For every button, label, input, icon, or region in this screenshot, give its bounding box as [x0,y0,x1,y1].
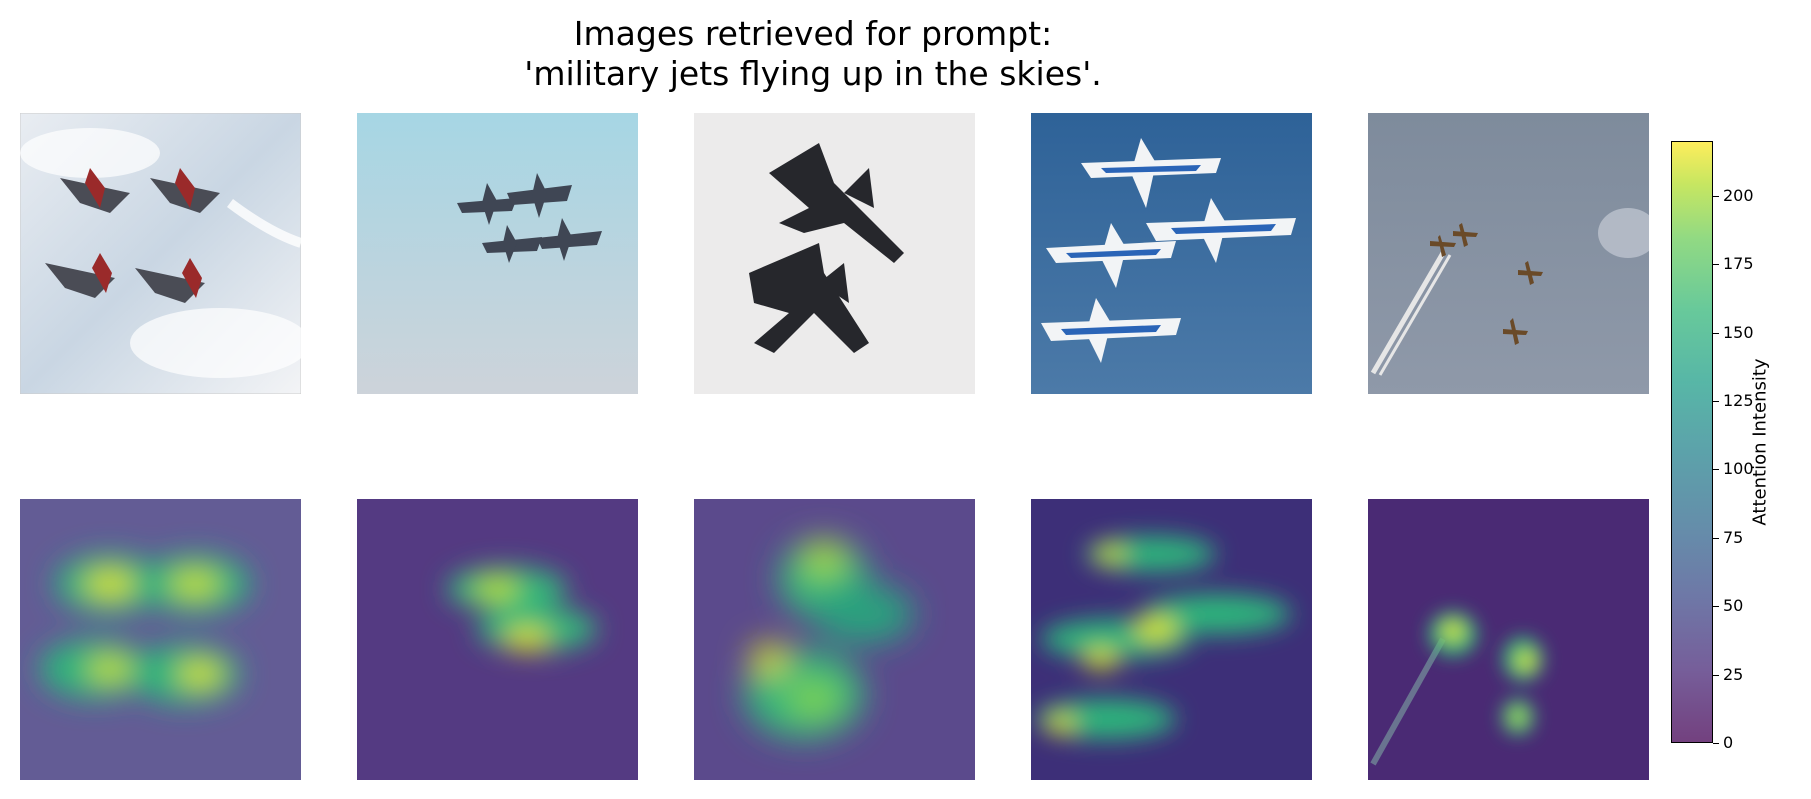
figure-title: Images retrieved for prompt: 'military j… [300,14,1326,94]
colorbar-tick-label: 125 [1723,390,1754,410]
colorbar-tick-mark [1713,264,1719,266]
attention-map-5 [1368,499,1649,780]
attention-map-2 [357,499,638,780]
retrieved-image-2 [357,113,638,394]
colorbar-tick-label: 75 [1723,527,1744,547]
colorbar-tick-mark [1713,332,1719,334]
colorbar-tick-mark [1713,606,1719,608]
colorbar-gradient [1671,141,1713,743]
retrieved-image-3 [694,113,975,394]
colorbar-tick-label: 100 [1723,459,1754,479]
retrieved-image-1 [20,113,301,394]
title-line-2: 'military jets flying up in the skies'. [524,54,1102,93]
colorbar-tick-label: 50 [1723,596,1744,616]
colorbar-tick-mark [1713,195,1719,197]
colorbar-tick-label: 200 [1723,185,1754,205]
colorbar-tick-mark [1713,674,1719,676]
retrieved-image-5 [1368,113,1649,394]
colorbar-tick-mark [1713,469,1719,471]
attention-map-4 [1031,499,1312,780]
colorbar-tick-label: 25 [1723,664,1744,684]
attention-map-3 [694,499,975,780]
colorbar-tick-mark [1713,537,1719,539]
colorbar: 0 25 50 75 100 125 150 175 200 [1671,141,1754,751]
title-line-1: Images retrieved for prompt: [573,14,1053,53]
colorbar-label: Attention Intensity [1749,358,1771,526]
colorbar-tick-label: 0 [1723,733,1734,752]
retrieved-image-4 [1031,113,1312,394]
colorbar-tick-mark [1713,743,1719,744]
attention-map-1 [20,499,301,780]
colorbar-tick-label: 175 [1723,254,1754,274]
colorbar-tick-label: 150 [1723,322,1754,342]
colorbar-tick-mark [1713,400,1719,402]
